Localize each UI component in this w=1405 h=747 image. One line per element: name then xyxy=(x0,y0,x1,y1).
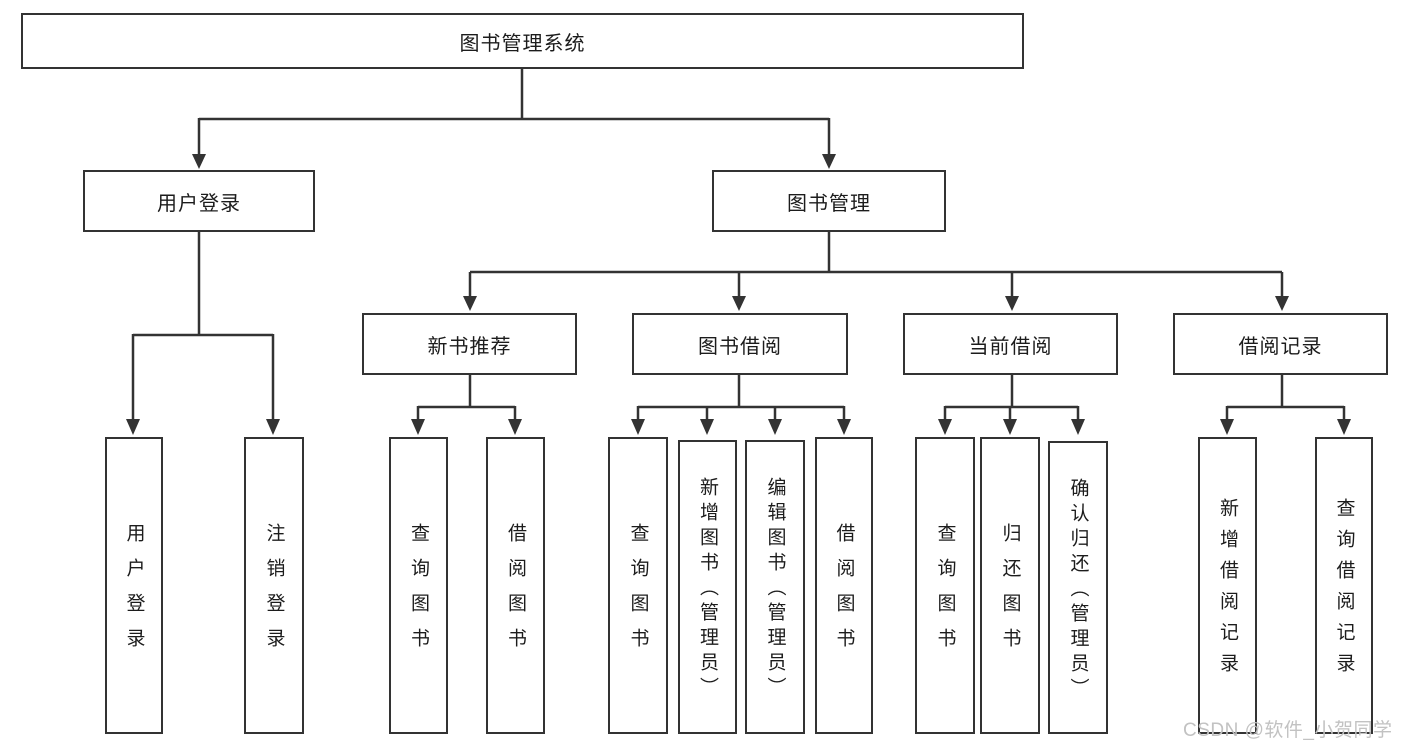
node-borrow-records: 借阅记录 xyxy=(1173,313,1388,375)
leaf-new-books-borrow-label: 借阅图书 xyxy=(505,522,526,663)
leaf-logout-label: 注销登录 xyxy=(263,522,285,663)
node-root-label: 图书管理系统 xyxy=(459,32,586,55)
leaf-current-query: 查询图书 xyxy=(915,437,975,734)
node-borrow-records-label: 借阅记录 xyxy=(1238,335,1323,358)
leaf-return-book-label: 归还图书 xyxy=(999,522,1021,663)
leaf-confirm-return-admin-label: 确认归还（管理员） xyxy=(1067,477,1089,703)
leaf-borrow-query: 查询图书 xyxy=(608,437,668,734)
leaf-query-borrow-record: 查询借阅记录 xyxy=(1315,437,1373,734)
leaf-confirm-return-admin: 确认归还（管理员） xyxy=(1048,441,1108,734)
node-current-borrow: 当前借阅 xyxy=(903,313,1118,375)
leaf-borrow-book: 借阅图书 xyxy=(815,437,873,734)
leaf-current-query-label: 查询图书 xyxy=(934,522,956,663)
leaf-user-login-label: 用户登录 xyxy=(123,522,145,663)
connector-book-management-to-level3 xyxy=(463,232,1289,311)
leaf-new-books-borrow: 借阅图书 xyxy=(486,437,545,734)
leaf-query-borrow-record-label: 查询借阅记录 xyxy=(1333,497,1355,684)
connector-root-to-level2 xyxy=(192,69,836,169)
leaf-borrow-edit-book-admin-label: 编辑图书（管理员） xyxy=(764,477,786,702)
leaf-borrow-add-book-admin: 新增图书（管理员） xyxy=(678,440,737,734)
csdn-watermark: CSDN @软件_小贺同学 xyxy=(1183,720,1393,741)
leaf-logout: 注销登录 xyxy=(244,437,304,734)
leaf-add-borrow-record-label: 新增借阅记录 xyxy=(1217,497,1238,684)
leaf-borrow-edit-book-admin: 编辑图书（管理员） xyxy=(745,440,805,734)
node-current-borrow-label: 当前借阅 xyxy=(968,335,1053,358)
leaf-borrow-query-label: 查询图书 xyxy=(627,522,649,663)
node-new-book-recommend-label: 新书推荐 xyxy=(427,335,512,358)
node-book-management-label: 图书管理 xyxy=(787,192,871,215)
connector-new-books-to-leaves xyxy=(411,375,522,435)
leaf-return-book: 归还图书 xyxy=(980,437,1040,734)
node-root: 图书管理系统 xyxy=(21,13,1024,69)
leaf-user-login: 用户登录 xyxy=(105,437,163,734)
connector-borrow-records-to-leaves xyxy=(1220,375,1351,435)
connector-current-borrow-to-leaves xyxy=(938,375,1085,435)
node-book-borrow: 图书借阅 xyxy=(632,313,848,375)
leaf-borrow-add-book-admin-label: 新增图书（管理员） xyxy=(697,477,718,702)
node-book-borrow-label: 图书借阅 xyxy=(698,335,782,358)
leaf-add-borrow-record: 新增借阅记录 xyxy=(1198,437,1257,734)
leaf-borrow-book-label: 借阅图书 xyxy=(833,522,855,663)
node-user-login-label: 用户登录 xyxy=(157,192,241,215)
node-book-management: 图书管理 xyxy=(712,170,946,232)
leaf-new-books-query-label: 查询图书 xyxy=(408,522,429,663)
node-new-book-recommend: 新书推荐 xyxy=(362,313,577,375)
leaf-new-books-query: 查询图书 xyxy=(389,437,448,734)
node-user-login: 用户登录 xyxy=(83,170,315,232)
connector-book-borrow-to-leaves xyxy=(631,375,851,435)
connector-user-login-to-leaves xyxy=(126,232,280,435)
